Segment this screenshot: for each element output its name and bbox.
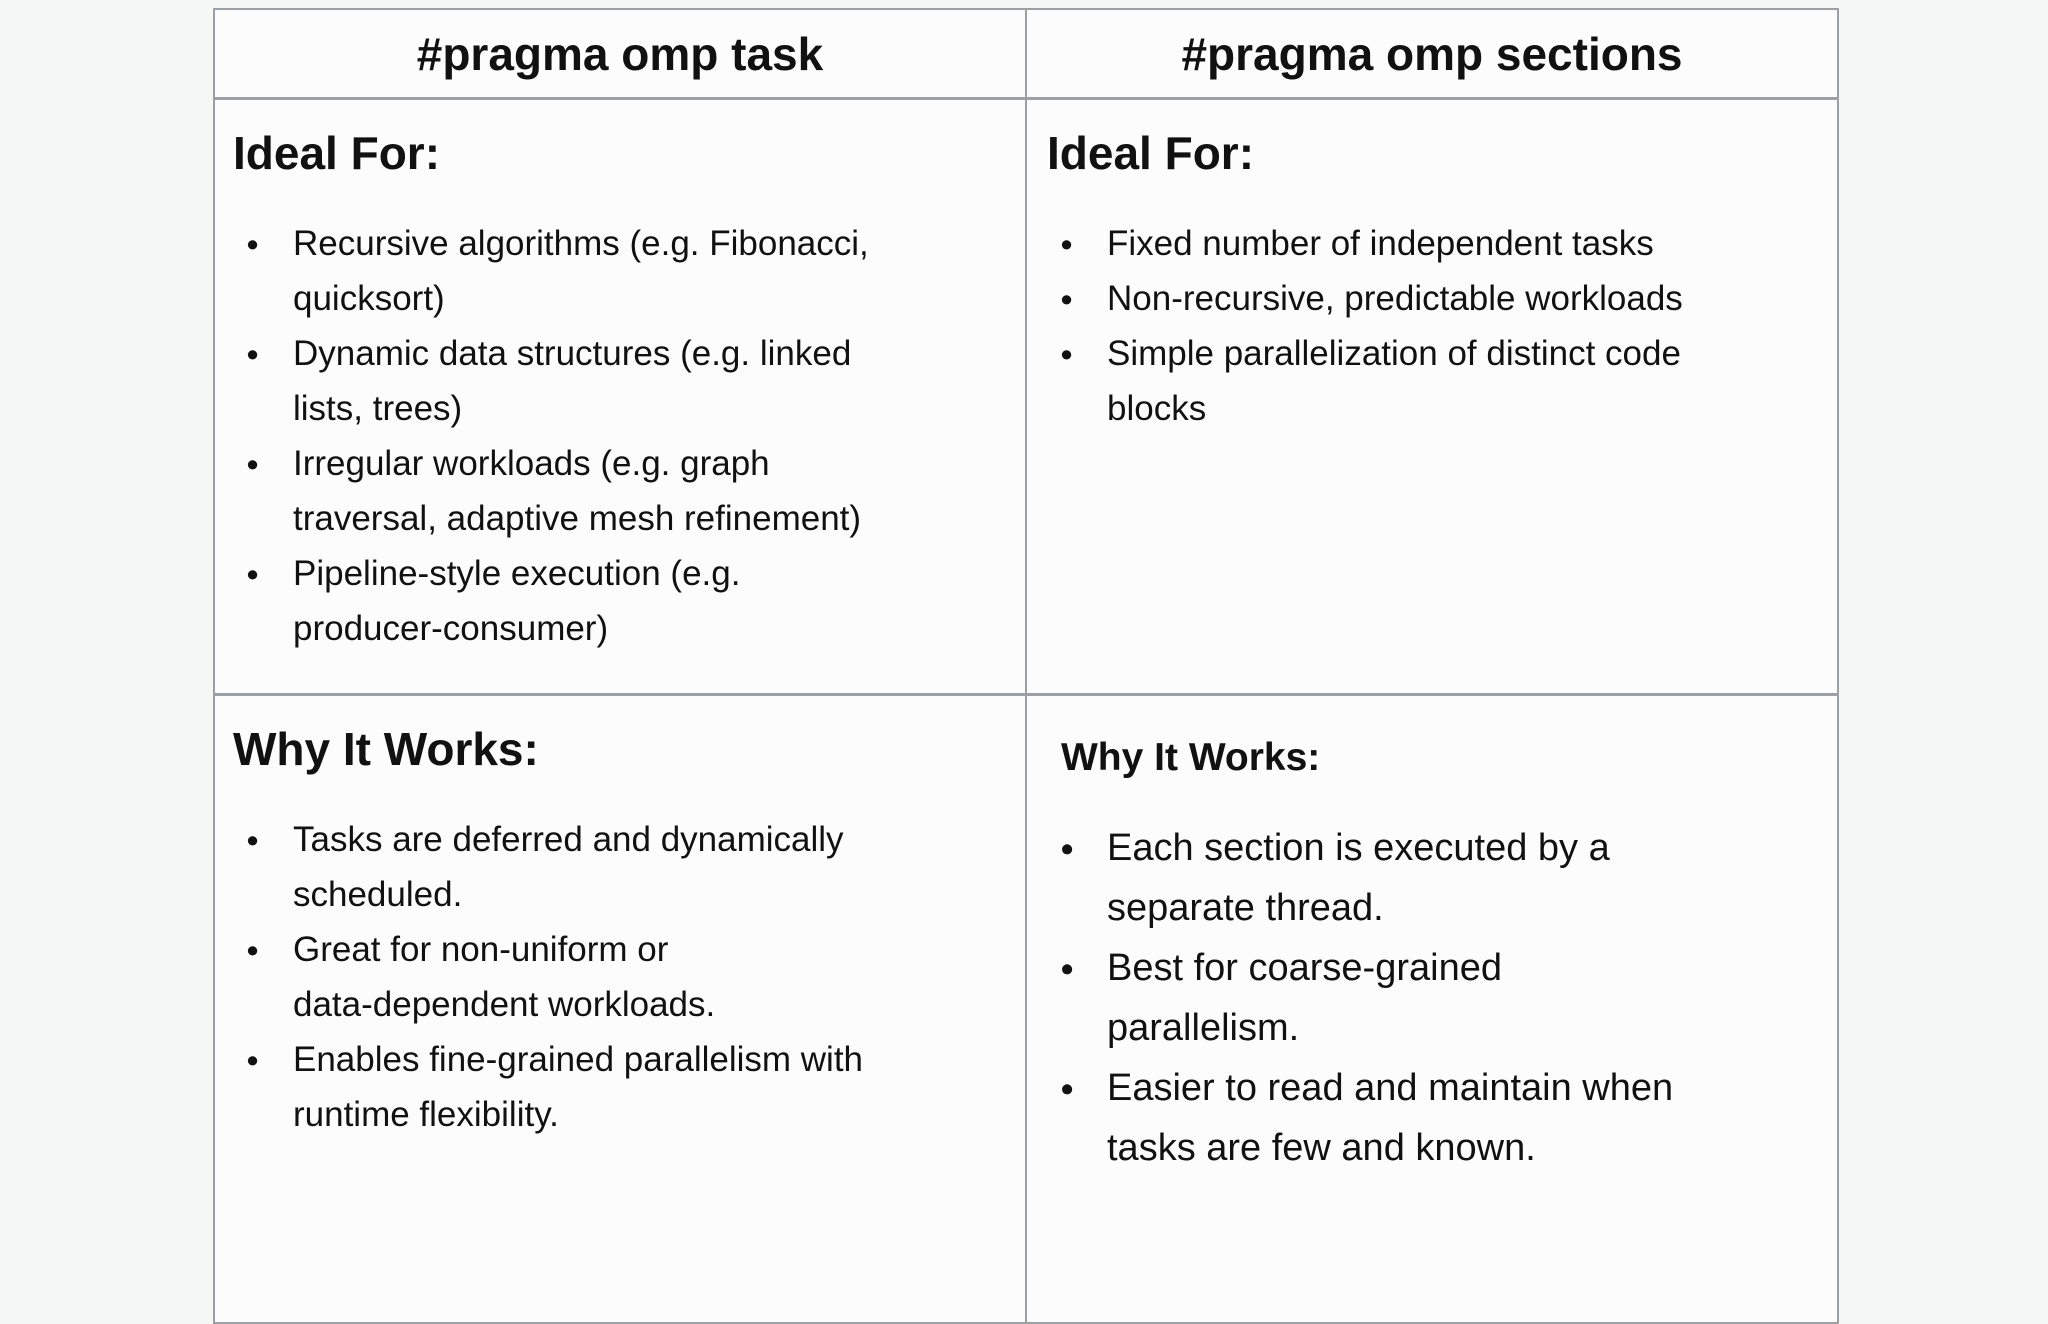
column-header-omp-sections: #pragma omp sections xyxy=(1025,8,1839,100)
list-item: Easier to read and maintain when tasks a… xyxy=(1047,1058,1815,1178)
why-it-works-row: Why It Works: Tasks are deferred and dyn… xyxy=(213,693,1839,1324)
list-item: Recursive algorithms (e.g. Fibonacci, qu… xyxy=(233,216,1003,326)
list-item: Best for coarse-grained parallelism. xyxy=(1047,938,1815,1058)
list-item: Dynamic data structures (e.g. linked lis… xyxy=(233,326,1003,436)
why-it-works-list-task: Tasks are deferred and dynamically sched… xyxy=(233,812,1003,1142)
ideal-for-cell-task: Ideal For: Recursive algorithms (e.g. Fi… xyxy=(213,97,1027,696)
list-item: Pipeline-style execution (e.g. producer-… xyxy=(233,546,1003,656)
why-it-works-cell-sections: Why It Works: Each section is executed b… xyxy=(1025,693,1839,1324)
list-item: Irregular workloads (e.g. graph traversa… xyxy=(233,436,1003,546)
comparison-table: #pragma omp task #pragma omp sections Id… xyxy=(213,8,1839,1324)
why-it-works-heading-task: Why It Works: xyxy=(233,723,539,775)
ideal-for-heading-sections: Ideal For: xyxy=(1047,127,1255,179)
list-item: Simple parallelization of distinct code … xyxy=(1047,326,1815,436)
why-it-works-heading-sections: Why It Works: xyxy=(1061,736,1321,779)
ideal-for-list-task: Recursive algorithms (e.g. Fibonacci, qu… xyxy=(233,216,1003,656)
list-item: Fixed number of independent tasks xyxy=(1047,216,1815,271)
ideal-for-heading-task: Ideal For: xyxy=(233,127,441,179)
list-item: Enables fine-grained parallelism with ru… xyxy=(233,1032,1003,1142)
ideal-for-list-sections: Fixed number of independent tasksNon-rec… xyxy=(1047,216,1815,436)
table-header-row: #pragma omp task #pragma omp sections xyxy=(213,8,1839,100)
list-item: Non-recursive, predictable workloads xyxy=(1047,271,1815,326)
list-item: Each section is executed by a separate t… xyxy=(1047,818,1815,938)
ideal-for-row: Ideal For: Recursive algorithms (e.g. Fi… xyxy=(213,97,1839,696)
list-item: Great for non-uniform or data-dependent … xyxy=(233,922,1003,1032)
ideal-for-cell-sections: Ideal For: Fixed number of independent t… xyxy=(1025,97,1839,696)
list-item: Tasks are deferred and dynamically sched… xyxy=(233,812,1003,922)
column-header-omp-task: #pragma omp task xyxy=(213,8,1027,100)
why-it-works-cell-task: Why It Works: Tasks are deferred and dyn… xyxy=(213,693,1027,1324)
why-it-works-list-sections: Each section is executed by a separate t… xyxy=(1047,818,1815,1178)
